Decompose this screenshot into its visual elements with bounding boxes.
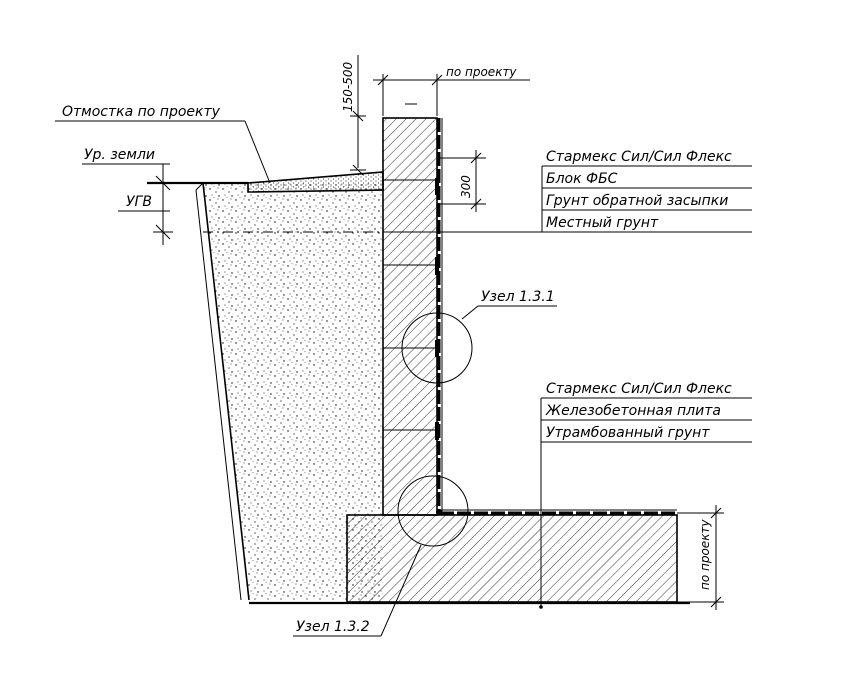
legend-top-item-waterproofing: Стармекс Сил/Сил Флекс	[546, 149, 732, 165]
gap-dimension: 150-500	[341, 55, 366, 176]
ground-level-marker: Ур. земли	[82, 147, 173, 198]
waterproofing-slab	[436, 509, 677, 515]
waterproofing-wall	[435, 118, 443, 512]
legend-top-item-local-soil: Местный грунт	[546, 215, 659, 231]
legend-top: Стармекс Сил/Сил Флекс Блок ФБС Грунт об…	[541, 149, 752, 232]
node-2-callout: Узел 1.3.2	[293, 544, 422, 637]
node-2-label: Узел 1.3.2	[296, 619, 370, 635]
legend-top-item-backfill: Грунт обратной засыпки	[546, 193, 728, 209]
legend-bottom-item-waterproofing: Стармекс Сил/Сил Флекс	[546, 381, 732, 397]
legend-bottom-item-rc-slab: Железобетонная плита	[545, 403, 721, 419]
fbs-block-wall	[382, 117, 438, 516]
node-circle-1[interactable]	[401, 312, 473, 384]
overlap-dimension-text: 300	[459, 175, 473, 198]
node-1-callout: Узел 1.3.1	[461, 289, 557, 320]
slab-thickness-dimension: по проекту	[677, 505, 724, 610]
rc-slab	[346, 514, 678, 603]
slab-thickness-dimension-text: по проекту	[698, 519, 712, 590]
node-circle-2[interactable]	[397, 475, 469, 547]
wall-width-dimension: по проекту	[373, 65, 530, 116]
legend-bottom: Стармекс Сил/Сил Флекс Железобетонная пл…	[539, 381, 752, 609]
gap-dimension-text: 150-500	[341, 61, 355, 112]
overlap-dimension: 300	[437, 150, 486, 212]
ugv-marker: УГВ	[118, 194, 173, 245]
otmostka-label: Отмостка по проекту	[62, 104, 221, 120]
backfill-soil	[195, 182, 383, 601]
ground-level-label: Ур. земли	[84, 147, 155, 163]
legend-top-item-fbs-block: Блок ФБС	[546, 171, 618, 187]
legend-bottom-item-compacted-soil: Утрамбованный грунт	[546, 425, 710, 441]
wall-width-dimension-text: по проекту	[446, 65, 517, 79]
node-1-label: Узел 1.3.1	[481, 289, 555, 305]
otmostka-callout: Отмостка по проекту	[55, 104, 271, 184]
ugv-label: УГВ	[126, 194, 152, 210]
